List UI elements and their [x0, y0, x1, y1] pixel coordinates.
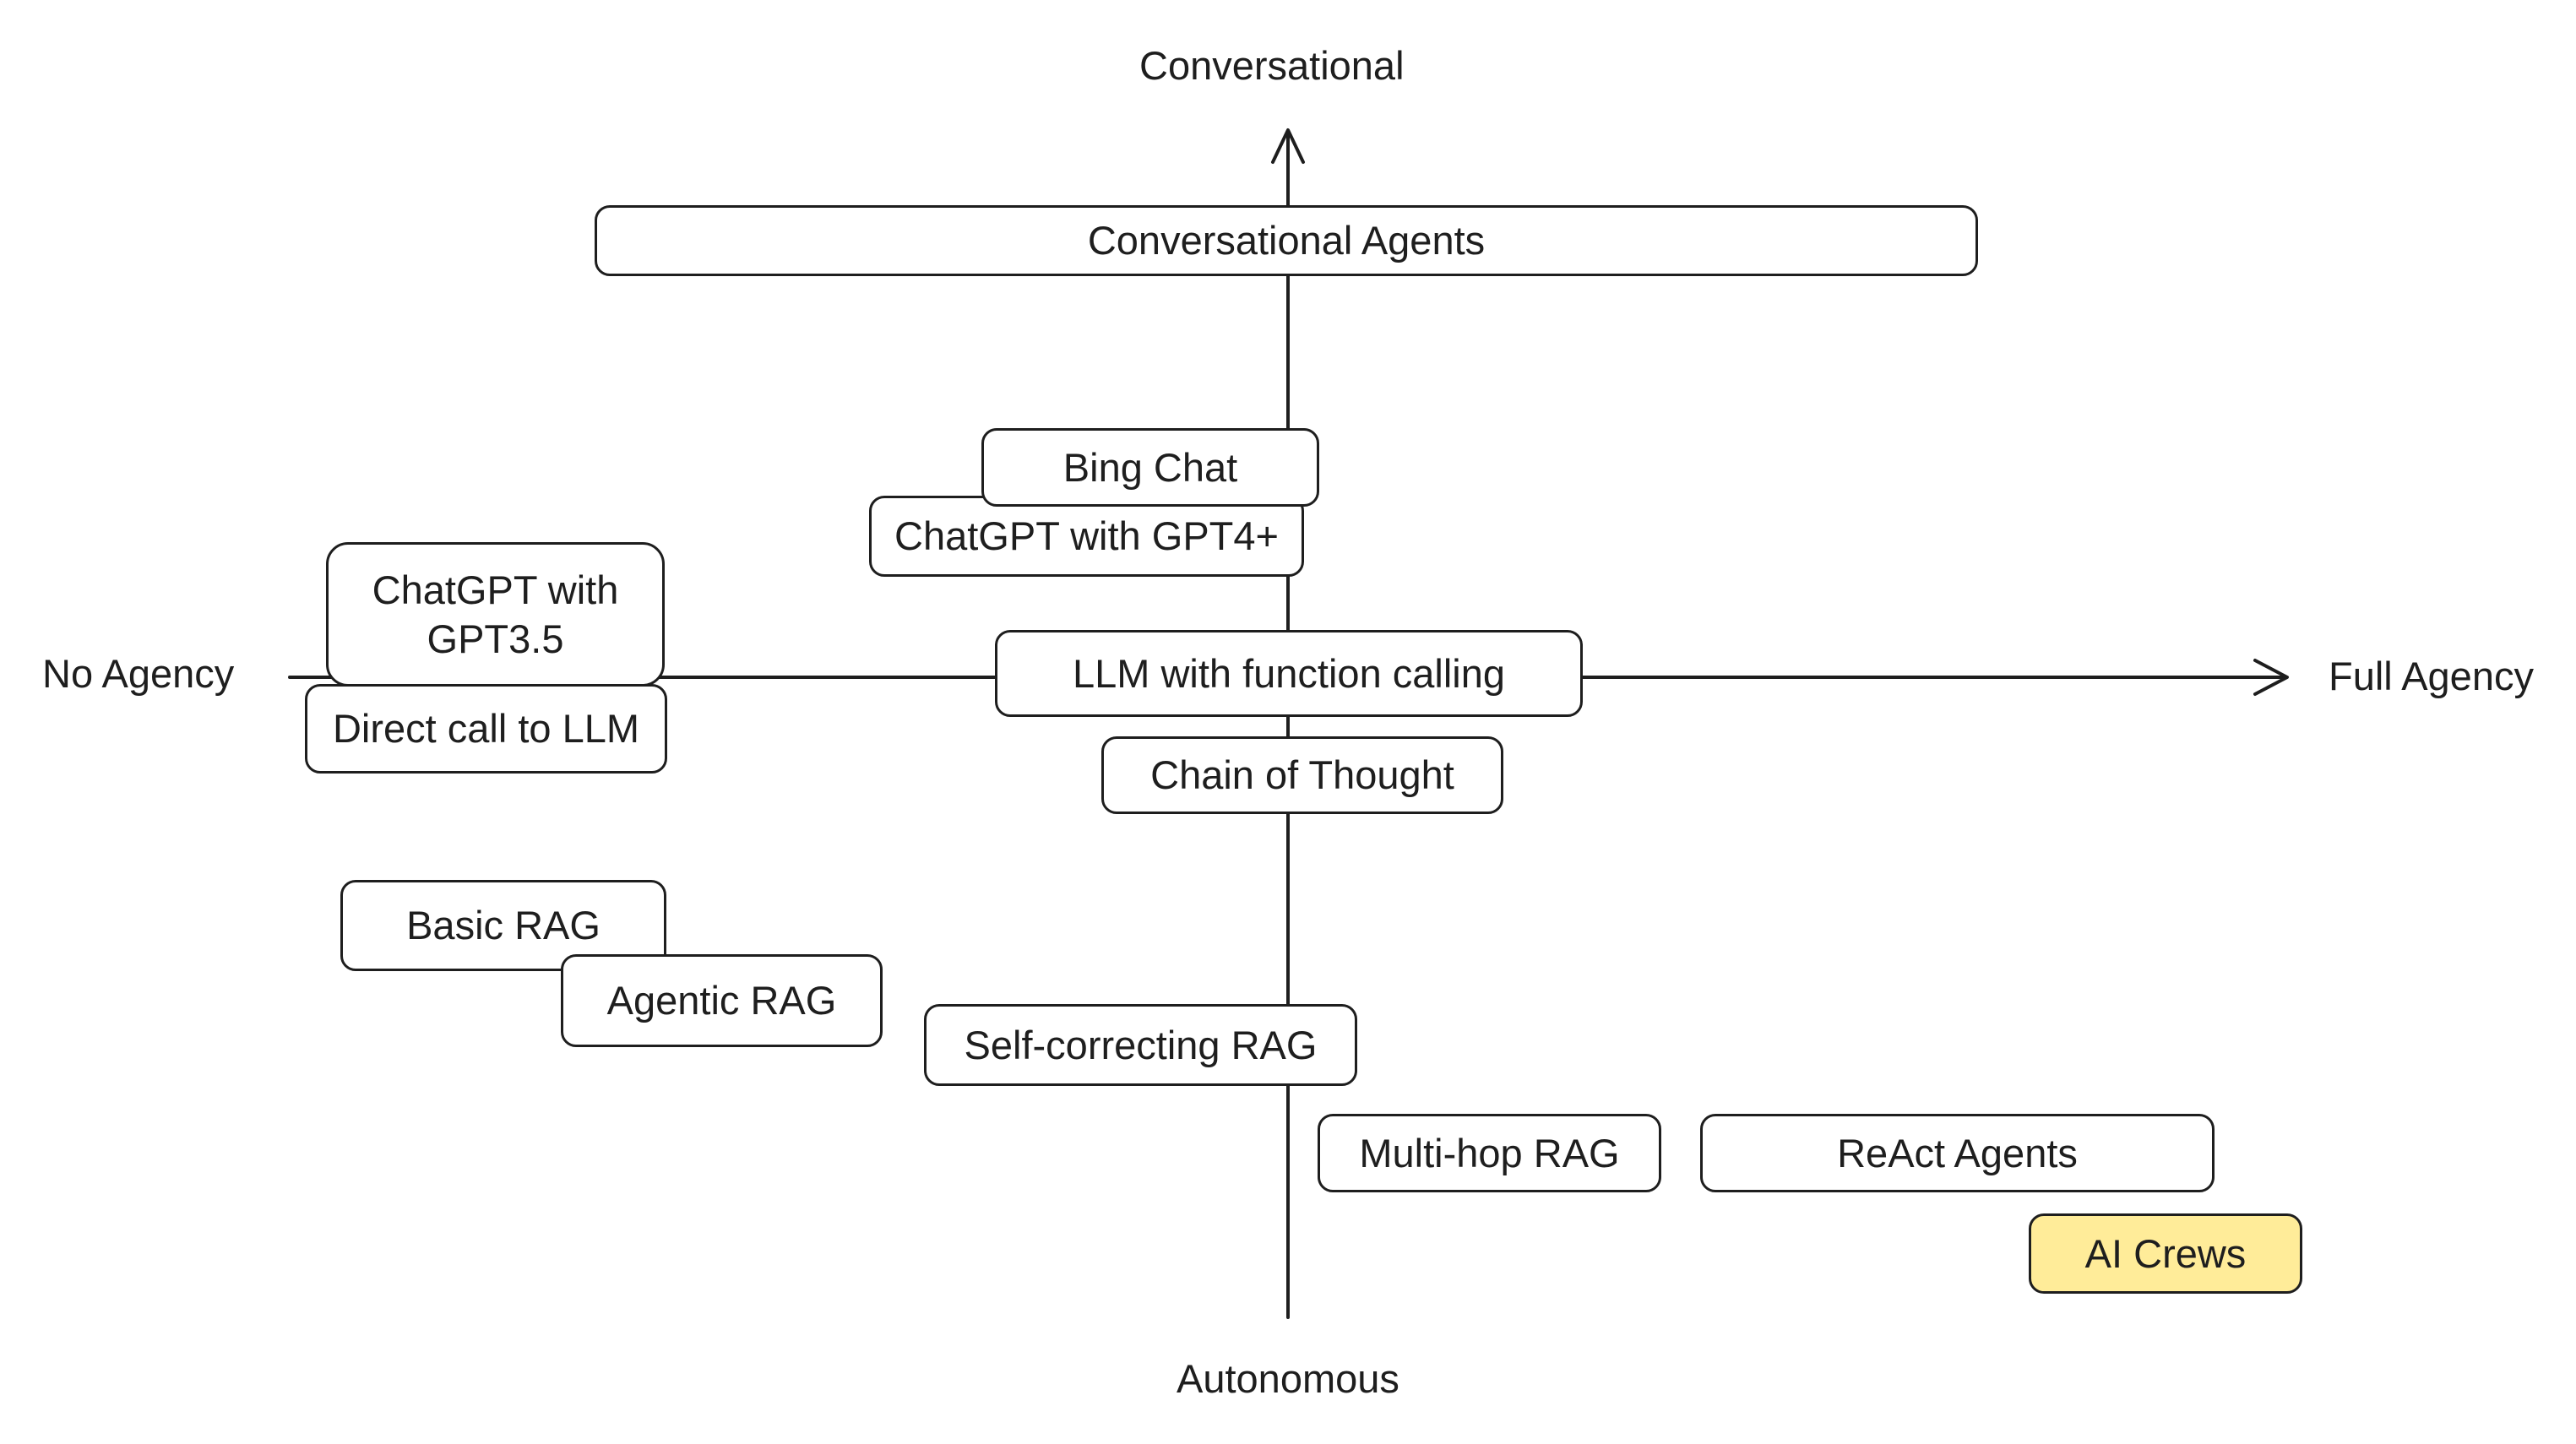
node-label-line-2: GPT3.5 [427, 616, 564, 661]
node-bing-chat[interactable]: Bing Chat [981, 428, 1319, 507]
node-label: ChatGPT with GPT4+ [894, 513, 1279, 559]
node-label: AI Crews [2084, 1230, 2247, 1276]
node-label: Conversational Agents [1087, 218, 1486, 263]
right-arrowhead-icon [2253, 659, 2289, 696]
node-label-group: ChatGPT with GPT3.5 [372, 566, 619, 663]
axis-label-no-agency: No Agency [42, 651, 235, 696]
node-label: Direct call to LLM [332, 706, 640, 752]
axis-label-autonomous: Autonomous [1177, 1356, 1399, 1401]
node-react-agents[interactable]: ReAct Agents [1700, 1114, 2215, 1192]
node-llm-function-calling[interactable]: LLM with function calling [995, 630, 1583, 717]
node-label: Agentic RAG [606, 978, 837, 1023]
node-chain-of-thought[interactable]: Chain of Thought [1101, 736, 1503, 814]
node-basic-rag[interactable]: Basic RAG [340, 880, 666, 971]
node-chatgpt-gpt35[interactable]: ChatGPT with GPT3.5 [326, 542, 665, 687]
node-direct-call-llm[interactable]: Direct call to LLM [305, 684, 667, 774]
up-arrowhead-icon [1271, 128, 1305, 164]
axis-label-full-agency: Full Agency [2329, 654, 2534, 698]
node-agentic-rag[interactable]: Agentic RAG [561, 954, 883, 1047]
node-label: Self-correcting RAG [964, 1022, 1318, 1067]
node-label: LLM with function calling [1072, 650, 1506, 696]
node-label: ReAct Agents [1837, 1130, 2078, 1175]
axis-label-conversational: Conversational [1139, 43, 1405, 88]
node-conversational-agents[interactable]: Conversational Agents [595, 205, 1978, 276]
node-label: Multi-hop RAG [1359, 1130, 1620, 1175]
node-multi-hop-rag[interactable]: Multi-hop RAG [1318, 1114, 1661, 1192]
node-ai-crews[interactable]: AI Crews [2029, 1213, 2302, 1294]
node-self-correcting-rag[interactable]: Self-correcting RAG [924, 1004, 1357, 1086]
node-chatgpt-gpt4[interactable]: ChatGPT with GPT4+ [869, 496, 1304, 577]
node-label-line-1: ChatGPT with [372, 567, 619, 613]
node-label: Chain of Thought [1150, 752, 1454, 798]
node-label: Basic RAG [406, 903, 601, 948]
node-label: Bing Chat [1062, 444, 1238, 490]
